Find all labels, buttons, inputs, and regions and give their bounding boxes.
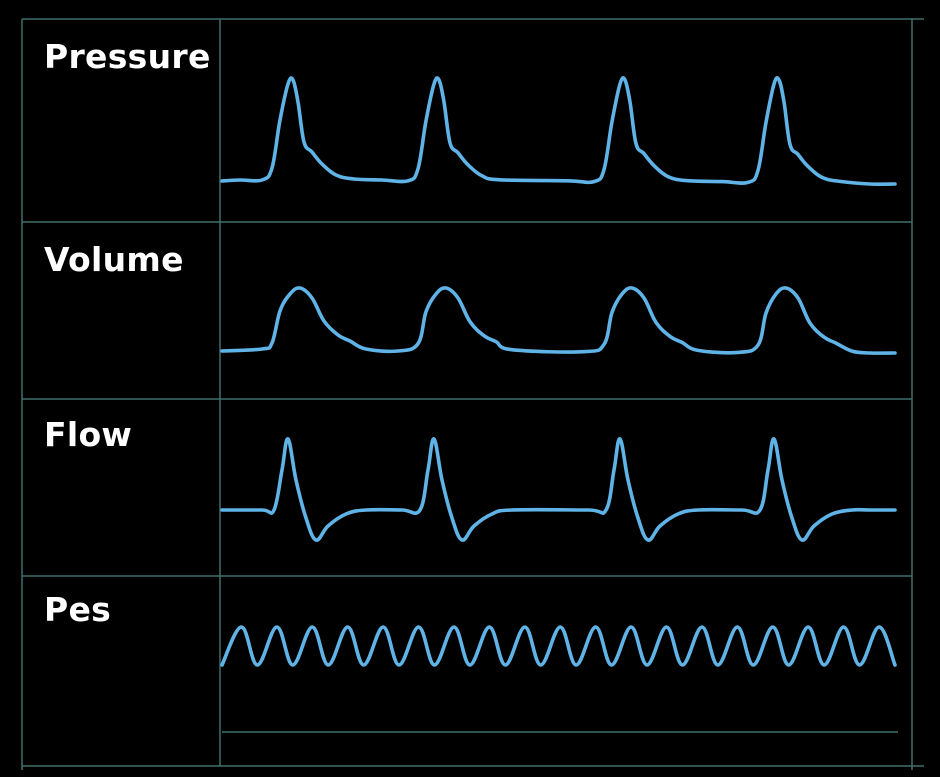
volume-waveform (220, 286, 897, 355)
pressure-waveform (220, 76, 897, 187)
pressure-label: Pressure (44, 37, 211, 76)
volume-label: Volume (44, 240, 184, 279)
pes-label: Pes (44, 590, 112, 629)
flow-label: Flow (44, 415, 133, 454)
flow-waveform (220, 437, 897, 542)
pes-waveform (220, 625, 897, 667)
